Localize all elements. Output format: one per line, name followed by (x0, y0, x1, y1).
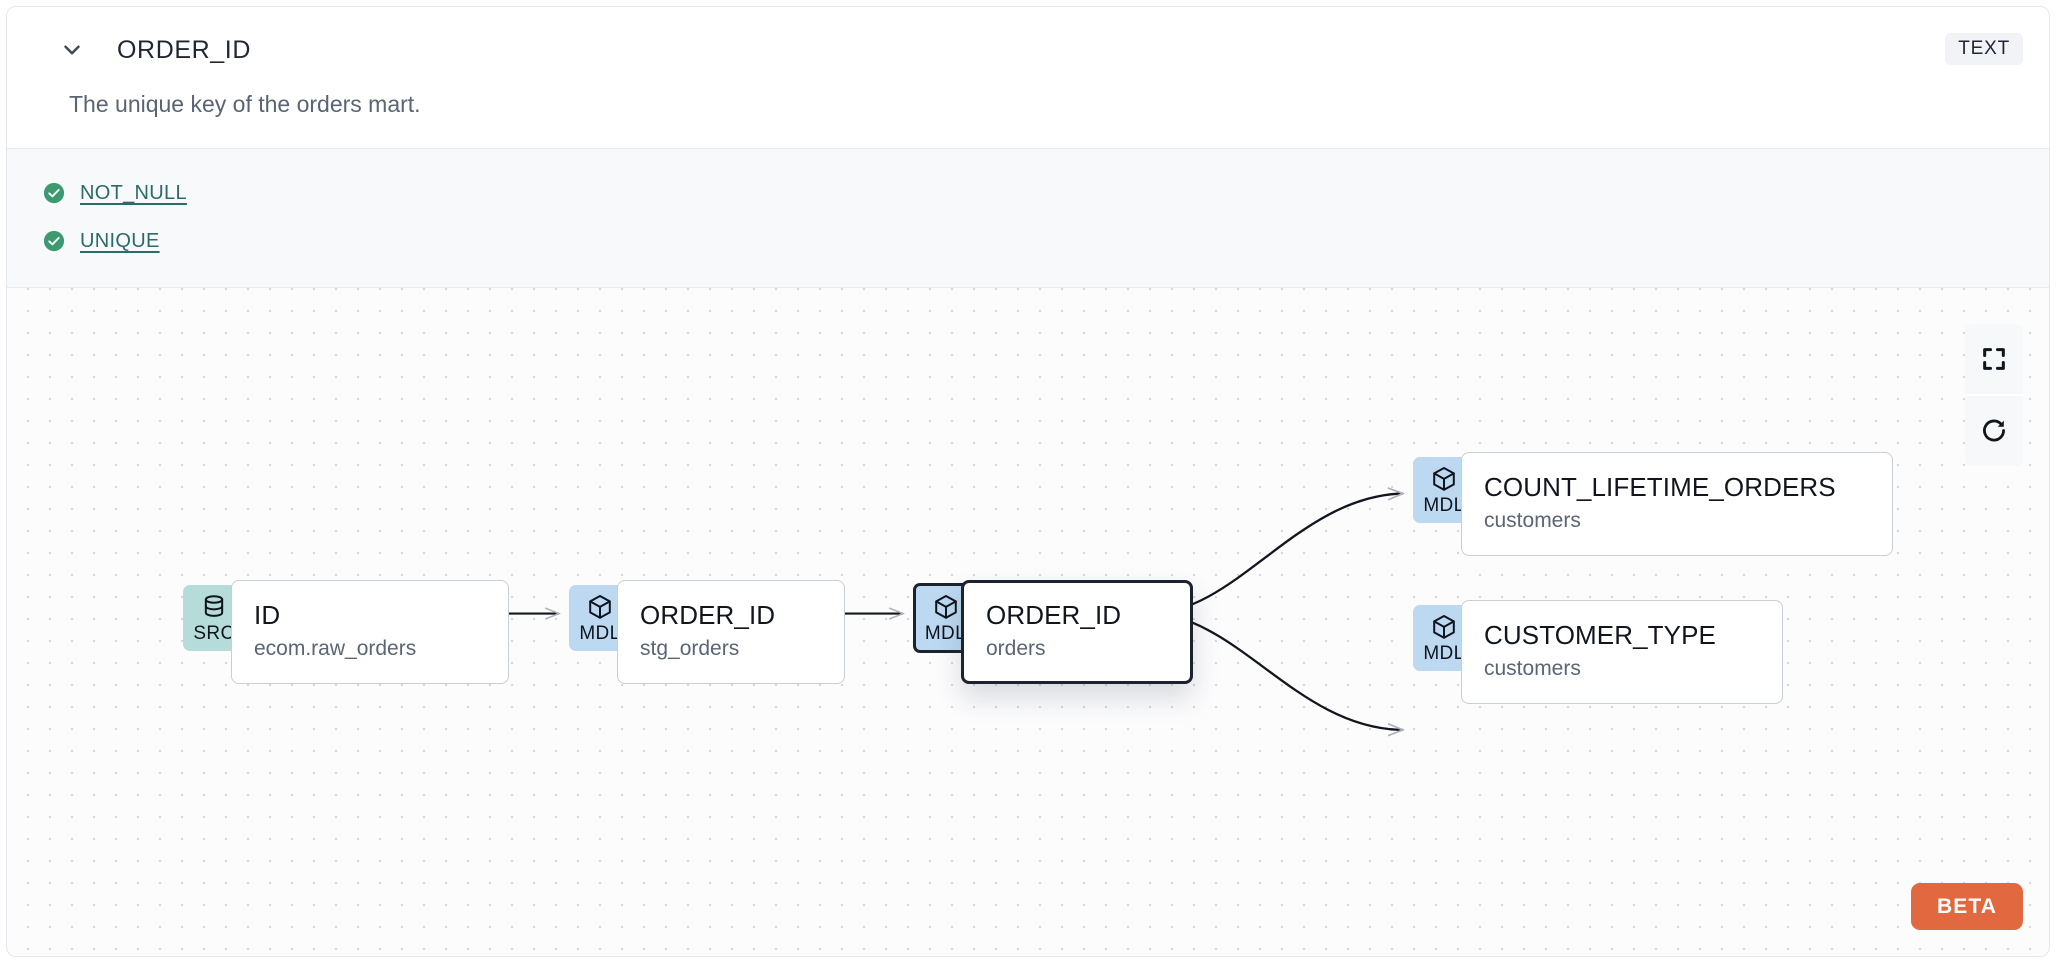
chevron-down-icon[interactable] (55, 33, 89, 67)
test-link-unique[interactable]: UNIQUE (80, 229, 160, 252)
node-body: ORDER_ID orders (961, 580, 1193, 684)
node-column-name: COUNT_LIFETIME_ORDERS (1484, 471, 1836, 502)
node-badge-label: MDL (1423, 495, 1465, 516)
node-source-name: ecom.raw_orders (254, 637, 417, 661)
column-tests-list: NOT_NULL UNIQUE (7, 148, 2049, 288)
check-circle-icon (43, 182, 65, 204)
data-type-badge: TEXT (1945, 33, 2023, 65)
cube-icon (1433, 615, 1455, 639)
node-source-name: stg_orders (640, 637, 740, 661)
refresh-icon (1983, 419, 2005, 442)
cube-icon (589, 595, 611, 619)
node-badge-label: MDL (1423, 643, 1465, 664)
lineage-node-src-id[interactable]: SRC ID ecom.raw_orders (183, 580, 509, 684)
node-body: COUNT_LIFETIME_ORDERS customers (1461, 452, 1893, 556)
node-column-name: ORDER_ID (986, 599, 1122, 630)
node-source-name: customers (1484, 509, 1581, 533)
column-description: The unique key of the orders mart. (69, 91, 421, 117)
column-header: ORDER_ID TEXT The unique key of the orde… (7, 7, 2049, 148)
node-source-name: orders (986, 637, 1046, 661)
node-body: ORDER_ID stg_orders (617, 580, 845, 684)
lineage-node-customer-type[interactable]: MDL CUSTOMER_TYPE customers (1413, 600, 1783, 704)
node-body: CUSTOMER_TYPE customers (1461, 600, 1783, 704)
fit-view-button[interactable] (1965, 324, 2023, 394)
page-title: ORDER_ID (117, 35, 251, 64)
database-icon (204, 595, 224, 617)
lineage-node-stg-order-id[interactable]: MDL ORDER_ID stg_orders (569, 580, 845, 684)
cube-icon (1433, 467, 1455, 491)
node-column-name: CUSTOMER_TYPE (1484, 619, 1716, 650)
canvas-controls (1965, 324, 2023, 466)
lineage-canvas[interactable]: SRC ID ecom.raw_orders MDL (7, 288, 2049, 956)
check-circle-icon (43, 230, 65, 252)
lineage-node-count-lifetime-orders[interactable]: MDL COUNT_LIFETIME_ORDERS customers (1413, 452, 1893, 556)
test-row: UNIQUE (7, 217, 2049, 265)
node-source-name: customers (1484, 657, 1581, 681)
test-row: NOT_NULL (7, 169, 2049, 217)
refresh-button[interactable] (1965, 394, 2023, 466)
node-badge-label: MDL (579, 623, 621, 644)
fullscreen-icon (1983, 348, 2005, 370)
cube-icon (934, 595, 957, 619)
lineage-node-orders-order-id-selected[interactable]: MDL ORDER_ID orders (913, 580, 1193, 684)
test-link-not-null[interactable]: NOT_NULL (80, 181, 187, 204)
node-body: ID ecom.raw_orders (231, 580, 509, 684)
column-detail-card: ORDER_ID TEXT The unique key of the orde… (6, 6, 2050, 957)
node-column-name: ORDER_ID (640, 599, 776, 630)
node-badge-label: MDL (924, 623, 967, 644)
node-column-name: ID (254, 599, 281, 630)
beta-badge[interactable]: BETA (1910, 883, 2023, 930)
node-badge-label: SRC (193, 623, 235, 644)
